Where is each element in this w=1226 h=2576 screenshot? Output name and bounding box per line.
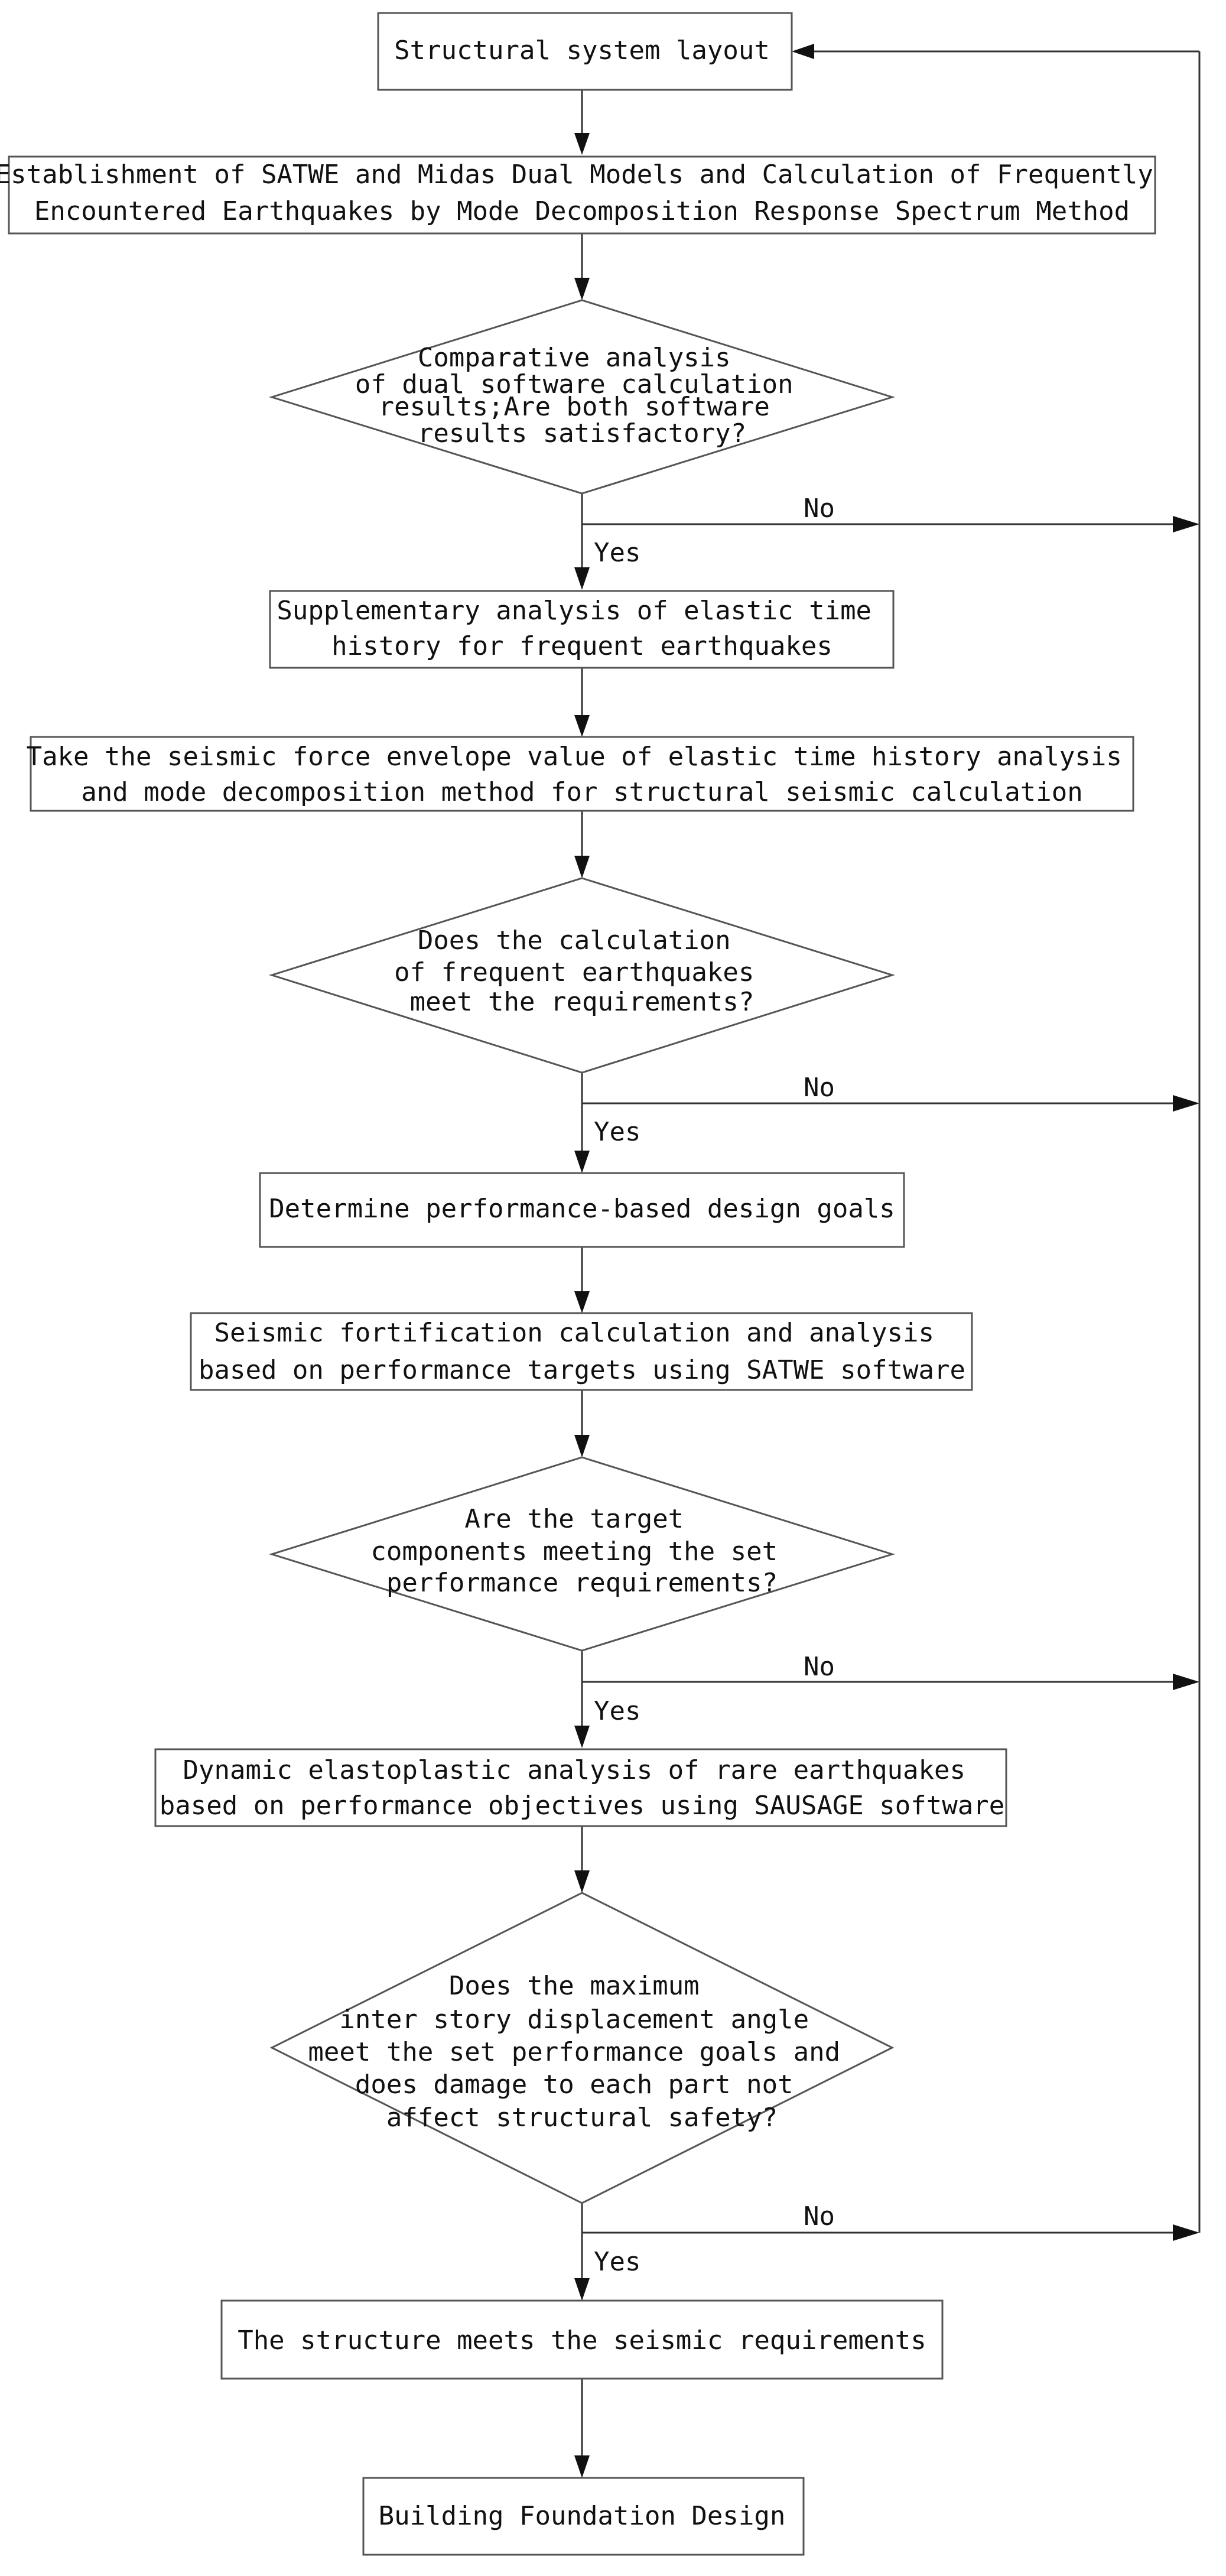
no-label-4: No xyxy=(804,2201,835,2231)
elastoplastic-text: Dynamic elastoplastic analysis of rare e… xyxy=(160,1755,1004,1821)
decision-4-text: Does the maximum inter story displacemen… xyxy=(308,1971,856,2133)
fortification-text: Seismic fortification calculation and an… xyxy=(199,1318,965,1385)
no-label-1: No xyxy=(804,493,835,524)
no-label-2: No xyxy=(804,1073,835,1103)
no-label-3: No xyxy=(804,1652,835,1682)
feedback-lines xyxy=(582,44,1201,2241)
decision-1-text: Comparative analysis of dual software ca… xyxy=(355,343,809,449)
fortification-box xyxy=(190,1312,973,1391)
elastoplastic-box xyxy=(154,1748,1007,1827)
decision-4-diamond xyxy=(269,1892,895,2204)
yes-label-1: Yes xyxy=(594,538,640,568)
decision-3-text: Are the target components meeting the se… xyxy=(370,1504,793,1598)
envelope-text: Take the seismic force envelope value of… xyxy=(27,742,1138,807)
envelope-box xyxy=(30,736,1134,812)
elastic-time-box xyxy=(269,590,895,669)
start-text: Structural system layout xyxy=(394,35,770,66)
meets-box xyxy=(220,2299,944,2380)
elastic-time-text: Supplementary analysis of elastic time h… xyxy=(277,596,887,661)
yes-label-3: Yes xyxy=(594,1696,640,1726)
yes-label-2: Yes xyxy=(594,1117,640,1147)
decision-2-diamond xyxy=(268,877,896,1074)
edge-labels: Yes No Yes No Yes No Yes No xyxy=(594,493,835,2277)
dual-models-text: Establishment of SATWE and Midas Dual Mo… xyxy=(0,160,1169,226)
decision-2-text: Does the calculation of frequent earthqu… xyxy=(394,925,770,1017)
decision-1-diamond xyxy=(268,299,896,495)
decision-3-diamond xyxy=(268,1456,896,1652)
dual-models-box xyxy=(8,155,1156,235)
foundation-text: Building Foundation Design xyxy=(379,2501,786,2531)
goals-box xyxy=(259,1172,905,1248)
foundation-box xyxy=(362,2477,805,2556)
meets-text: The structure meets the seismic requirem… xyxy=(238,2325,926,2356)
yes-label-4: Yes xyxy=(594,2247,640,2277)
start-box xyxy=(377,12,793,91)
connectors xyxy=(574,90,590,2478)
goals-text: Determine performance-based design goals xyxy=(269,1194,895,1224)
